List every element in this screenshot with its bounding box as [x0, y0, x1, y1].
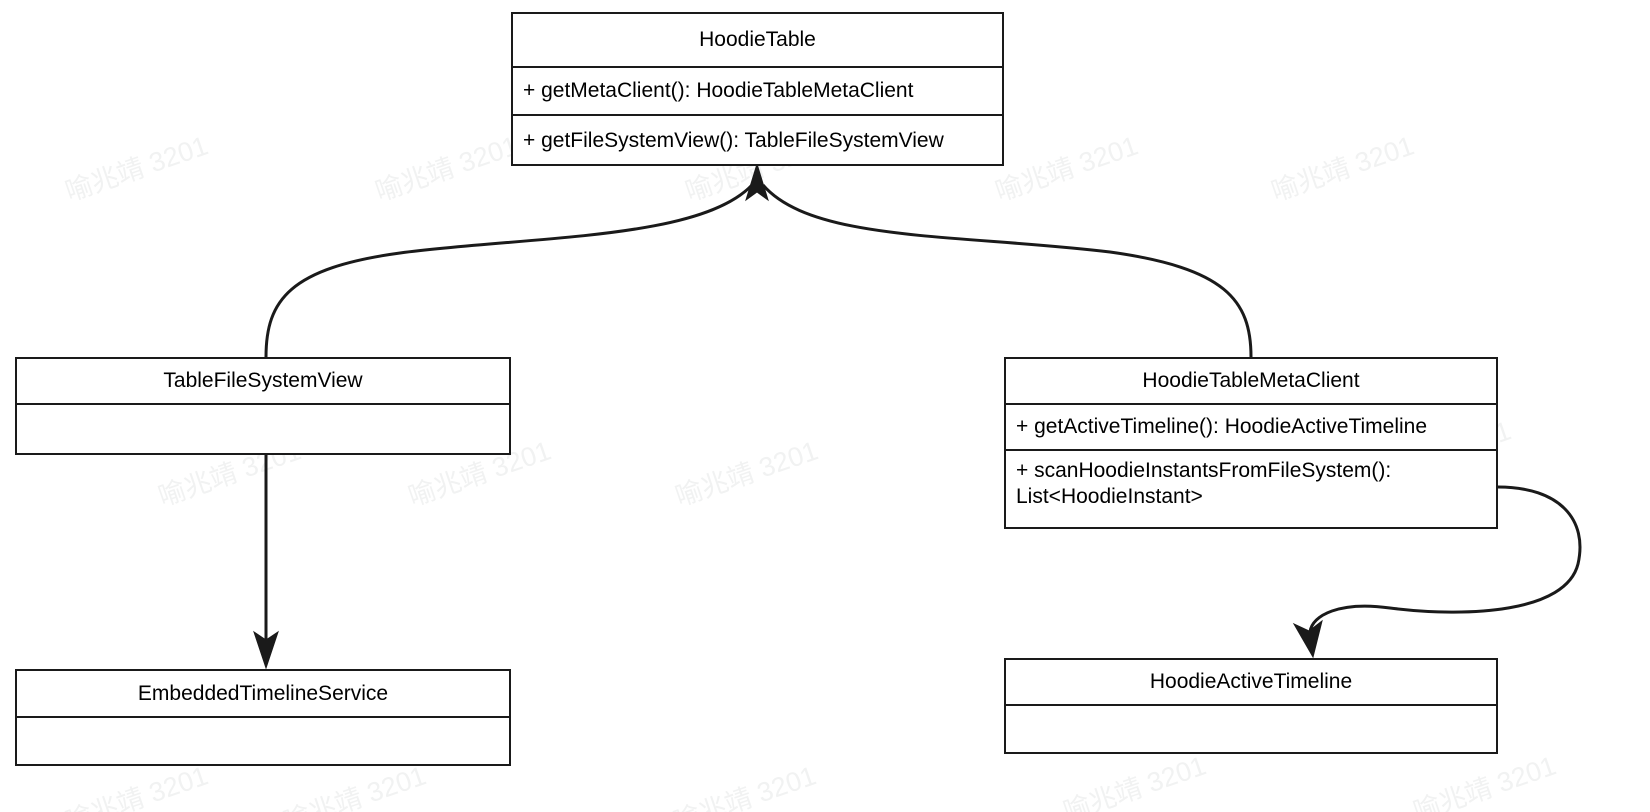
class-compartment-hoodie-table-meta-client-0: + getActiveTimeline(): HoodieActiveTimel…: [1006, 405, 1496, 451]
watermark-text: 喻兆靖 3201: [61, 130, 212, 208]
class-compartment-hoodie-table-0: + getMetaClient(): HoodieTableMetaClient: [513, 68, 1002, 116]
member-text: + getFileSystemView(): TableFileSystemVi…: [523, 129, 944, 152]
class-compartment-embedded-timeline-service-0: [17, 718, 509, 766]
class-name-hoodie-active-timeline: HoodieActiveTimeline: [1006, 660, 1496, 706]
class-box-hoodie-table[interactable]: HoodieTable + getMetaClient(): HoodieTabl…: [511, 12, 1004, 166]
class-box-table-file-system-view[interactable]: TableFileSystemView: [15, 357, 511, 455]
class-name-hoodie-table-meta-client: HoodieTableMetaClient: [1006, 359, 1496, 405]
arrowhead-into-hoodieactivetimeline: [1292, 619, 1323, 659]
class-name-table-file-system-view: TableFileSystemView: [17, 359, 509, 405]
class-compartment-hoodie-active-timeline-0: [1006, 706, 1496, 754]
arrowhead-into-embeddedtimelineservice: [253, 630, 279, 670]
class-name-hoodie-table: HoodieTable: [513, 14, 1002, 68]
member-text: + getActiveTimeline(): HoodieActiveTimel…: [1016, 415, 1428, 438]
class-box-hoodie-table-meta-client[interactable]: HoodieTableMetaClient + getActiveTimeline…: [1004, 357, 1498, 529]
class-box-hoodie-active-timeline[interactable]: HoodieActiveTimeline: [1004, 658, 1498, 754]
member-text: + scanHoodieInstantsFromFileSystem():: [1016, 459, 1392, 482]
member-text: + getMetaClient(): HoodieTableMetaClient: [523, 79, 914, 102]
edge-hoodietablemetaclient-to-hoodietable: [761, 184, 1253, 358]
watermark-text: 喻兆靖 3201: [991, 130, 1142, 208]
watermark-text: 喻兆靖 3201: [669, 760, 820, 812]
watermark-text: 喻兆靖 3201: [371, 130, 522, 208]
watermark-text: 喻兆靖 3201: [1267, 130, 1418, 208]
class-name-embedded-timeline-service: EmbeddedTimelineService: [17, 671, 509, 718]
class-compartment-table-file-system-view-0: [17, 405, 509, 455]
edge-tablefilesystemview-to-hoodietable: [264, 183, 754, 358]
class-compartment-hoodie-table-1: + getFileSystemView(): TableFileSystemVi…: [513, 116, 1002, 166]
member-text: List<HoodieInstant>: [1016, 484, 1203, 508]
class-box-embedded-timeline-service[interactable]: EmbeddedTimelineService: [15, 669, 511, 766]
class-compartment-hoodie-table-meta-client-1: + scanHoodieInstantsFromFileSystem():Lis…: [1006, 451, 1496, 529]
watermark-text: 喻兆靖 3201: [671, 435, 822, 513]
arrowhead-into-hoodietable: [745, 162, 769, 202]
